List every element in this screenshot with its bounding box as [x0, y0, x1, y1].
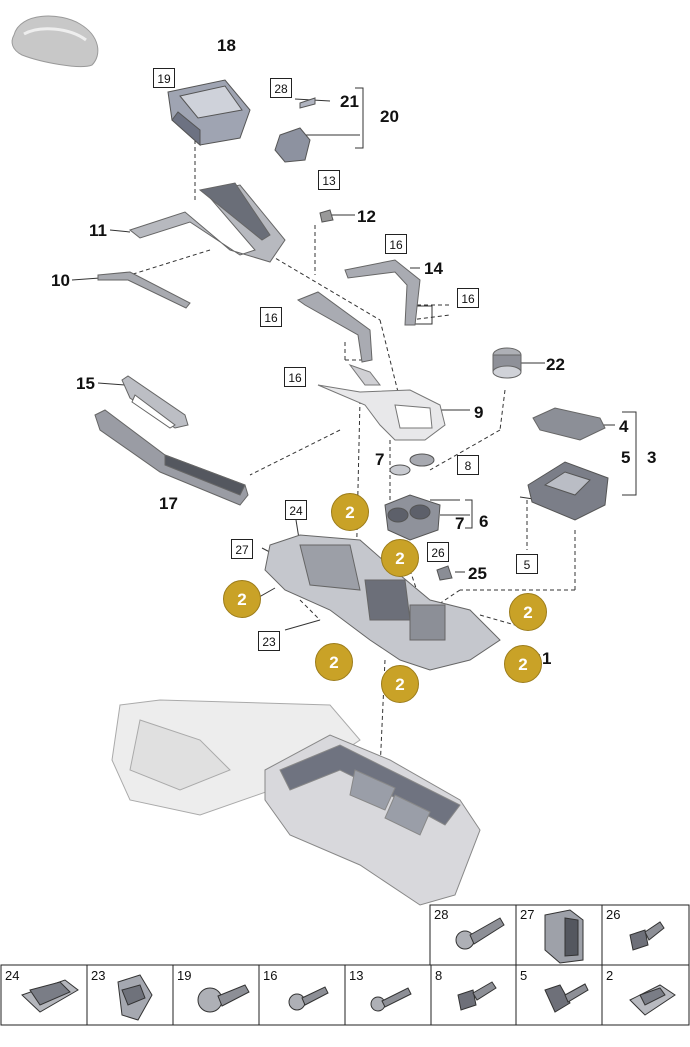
- part-11-trim: [128, 182, 286, 263]
- callout-10: 10: [51, 271, 70, 290]
- screw-28-icon: [455, 917, 505, 950]
- callout-12: 12: [357, 207, 376, 226]
- clip-23-icon: [117, 974, 153, 1021]
- ref-box-27: 27: [231, 539, 253, 559]
- legend-label-24: 24: [5, 968, 20, 983]
- part-20-tray: [274, 97, 316, 163]
- callout-7b: 7: [455, 514, 465, 533]
- legend-label-13: 13: [349, 968, 364, 983]
- callout-21: 21: [340, 92, 359, 111]
- badge-2: 2: [315, 643, 353, 681]
- clip-24-icon: [21, 979, 79, 1013]
- legend-grid: [0, 904, 690, 1026]
- part-12-clip: [319, 209, 334, 223]
- badge-2: 2: [331, 493, 369, 531]
- part-18-compartment: [167, 79, 251, 147]
- ref-box-5: 5: [516, 554, 538, 574]
- callout-5: 5: [621, 448, 631, 467]
- ref-box-16-c: 16: [260, 307, 282, 327]
- legend-label-8: 8: [435, 968, 443, 983]
- part-6-cupholder: [384, 453, 441, 541]
- part-25-clip: [436, 565, 453, 581]
- badge-2: 2: [223, 580, 261, 618]
- part-14-trim: [344, 259, 421, 326]
- bolt-19-icon: [197, 984, 250, 1013]
- part-9-frame: [317, 363, 446, 441]
- center-console: [264, 734, 481, 906]
- screw-26-icon: [629, 921, 665, 951]
- ref-box-16-b: 16: [457, 288, 479, 308]
- screw-16-icon: [288, 986, 329, 1011]
- legend-label-16: 16: [263, 968, 278, 983]
- screw-8-icon: [457, 981, 497, 1011]
- bolt-5-icon: [544, 983, 589, 1013]
- legend-label-26: 26: [606, 907, 621, 922]
- legend-label-28: 28: [434, 907, 449, 922]
- callout-18: 18: [217, 36, 236, 55]
- clip-27-icon: [544, 909, 584, 964]
- part-17-trim: [94, 409, 249, 506]
- part-15-trim: [121, 375, 189, 429]
- callout-22: 22: [546, 355, 565, 374]
- clip-2-icon: [629, 984, 676, 1016]
- part-1-frame: [264, 534, 501, 671]
- callout-1: 1: [542, 649, 552, 668]
- callout-6: 6: [479, 512, 489, 531]
- legend-label-23: 23: [91, 968, 106, 983]
- ref-box-28: 28: [270, 78, 292, 98]
- badge-2: 2: [504, 645, 542, 683]
- badge-2: 2: [381, 665, 419, 703]
- callout-7: 7: [375, 450, 385, 469]
- part-16-trim: [296, 291, 373, 363]
- callout-20: 20: [380, 107, 399, 126]
- callout-14: 14: [424, 259, 443, 278]
- legend-label-19: 19: [177, 968, 192, 983]
- brackets: [355, 87, 637, 529]
- legend-label-2: 2: [606, 968, 614, 983]
- callout-3: 3: [647, 448, 657, 467]
- callout-11: 11: [89, 221, 107, 240]
- ref-box-23: 23: [258, 631, 280, 651]
- part-22-knob: [492, 347, 522, 379]
- part-3-tray: [527, 461, 609, 521]
- badge-2: 2: [509, 593, 547, 631]
- part-10-strip: [97, 271, 191, 309]
- car-silhouette: [11, 15, 99, 68]
- callout-9: 9: [474, 403, 484, 422]
- ref-box-19: 19: [153, 68, 175, 88]
- ref-box-26: 26: [427, 542, 449, 562]
- ref-box-24: 24: [285, 500, 307, 520]
- ref-box-16-a: 16: [385, 234, 407, 254]
- callout-15: 15: [76, 374, 95, 393]
- badge-2: 2: [381, 539, 419, 577]
- part-4-mat: [532, 407, 606, 441]
- legend-label-5: 5: [520, 968, 528, 983]
- callout-4: 4: [619, 417, 629, 436]
- legend-label-27: 27: [520, 907, 535, 922]
- ref-box-8: 8: [457, 455, 479, 475]
- callout-17: 17: [159, 494, 178, 513]
- callout-25: 25: [468, 564, 487, 583]
- ref-box-13: 13: [318, 170, 340, 190]
- ref-box-16-d: 16: [284, 367, 306, 387]
- screw-13-icon: [370, 987, 412, 1012]
